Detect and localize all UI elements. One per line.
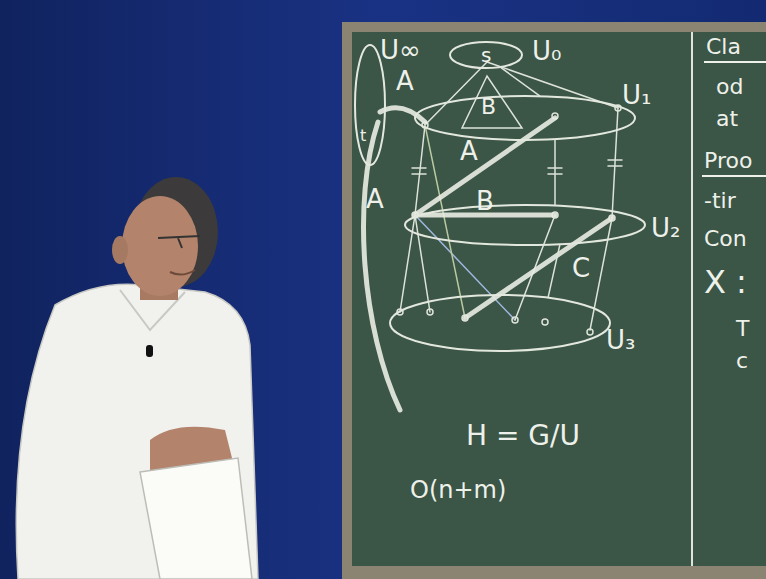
graph-edge bbox=[554, 139, 556, 205]
set-label: U₀ bbox=[532, 38, 561, 64]
chalk-note: Cla bbox=[706, 36, 741, 58]
thick-paths bbox=[364, 108, 612, 410]
face bbox=[122, 196, 198, 296]
divider-line bbox=[691, 32, 693, 566]
graph-edge bbox=[500, 67, 540, 96]
vertex-set-ellipse: U₃ bbox=[390, 295, 610, 351]
vertex-set-ellipse: U∞ bbox=[355, 45, 385, 165]
chalkboard bbox=[352, 32, 766, 566]
chalk-note: A bbox=[460, 138, 478, 164]
chalk-note: -tir bbox=[704, 190, 736, 212]
set-label: U₃ bbox=[606, 327, 635, 353]
paper-sheet bbox=[140, 458, 252, 579]
chalk-note: B bbox=[481, 96, 496, 118]
chalk-note: t bbox=[360, 128, 366, 144]
chalk-note: B bbox=[476, 188, 494, 214]
graph-edge bbox=[548, 244, 560, 298]
chalk-note: od bbox=[716, 76, 743, 98]
chalk-note: T bbox=[736, 318, 749, 340]
chalk-note: Proo bbox=[704, 150, 752, 172]
vertex-set-ellipse: sU₀ bbox=[450, 42, 522, 68]
microphone bbox=[146, 345, 153, 357]
chalk-note: A bbox=[396, 68, 414, 94]
chalk-note: X : bbox=[704, 266, 747, 298]
ellipse-outline bbox=[355, 45, 385, 165]
chalk-note: c bbox=[736, 350, 748, 372]
vertex-set-ellipse: U₁ bbox=[415, 96, 635, 140]
chalk-note: Con bbox=[704, 228, 747, 250]
set-label: U₂ bbox=[651, 215, 680, 241]
set-label: s bbox=[481, 45, 491, 65]
chalk-note: at bbox=[716, 108, 738, 130]
ellipse-outline bbox=[415, 96, 635, 140]
ear bbox=[112, 236, 128, 264]
mouth bbox=[170, 270, 195, 275]
glasses bbox=[158, 236, 200, 248]
chalk-note: H = G/U bbox=[466, 422, 580, 450]
chalk-note: O(n+m) bbox=[410, 478, 506, 502]
chalk-note: A bbox=[366, 186, 384, 212]
set-label: U₁ bbox=[622, 82, 651, 108]
ellipse-outline bbox=[390, 295, 610, 351]
chalk-note: C bbox=[572, 255, 590, 281]
vertex-set-ellipse: U₂ bbox=[405, 205, 645, 245]
board-frame bbox=[342, 22, 766, 579]
underlines bbox=[702, 62, 766, 176]
graph-drawing bbox=[397, 62, 622, 335]
ellipse-outline bbox=[405, 205, 645, 245]
set-label: U∞ bbox=[380, 37, 421, 63]
shirt bbox=[16, 284, 258, 579]
